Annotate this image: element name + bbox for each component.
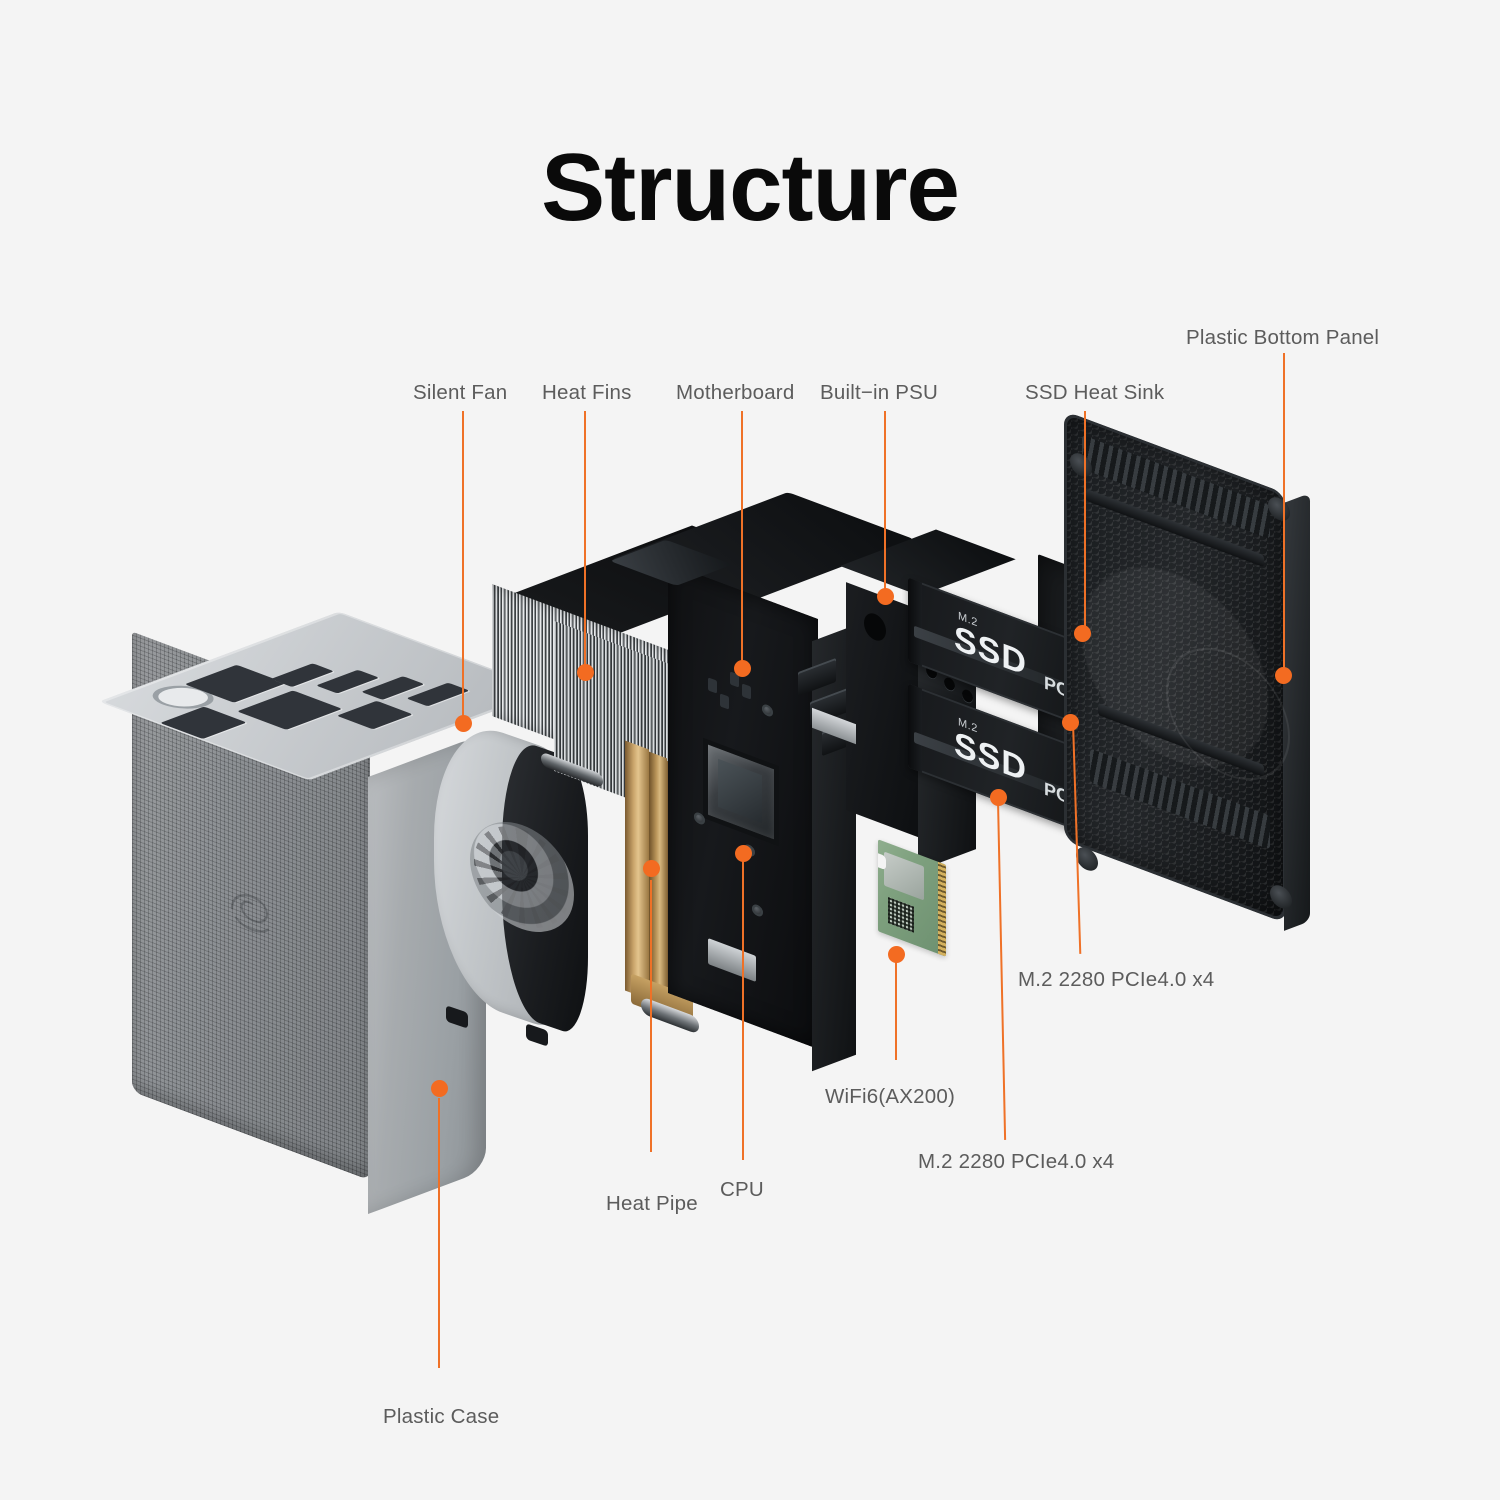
callout-dot-built-in-psu — [877, 588, 894, 605]
callout-label-plastic-case: Plastic Case — [383, 1405, 500, 1428]
callout-dot-heat-fins — [577, 664, 594, 681]
callout-label-m2-lower: M.2 2280 PCIe4.0 x4 — [918, 1150, 1115, 1173]
leader-line-heat-pipe — [650, 880, 652, 1152]
leader-line-silent-fan — [462, 411, 464, 723]
callout-dot-heat-pipe — [643, 860, 660, 877]
leader-line-heat-fins — [584, 411, 586, 673]
callout-dot-plastic-bottom-panel — [1275, 667, 1292, 684]
brand-logo — [222, 875, 278, 952]
wifi-shield-can — [884, 851, 924, 901]
callout-dot-m2-upper — [1062, 714, 1079, 731]
leader-line-m2-lower — [997, 799, 1007, 1140]
ssd-name-text: SSD — [954, 724, 1027, 790]
leader-line-plastic-bottom-panel — [1283, 353, 1285, 675]
leader-line-cpu — [742, 860, 744, 1160]
callout-label-built-in-psu: Built−in PSU — [820, 381, 939, 404]
callout-dot-plastic-case — [431, 1080, 448, 1097]
callout-label-m2-upper: M.2 2280 PCIe4.0 x4 — [1018, 968, 1215, 991]
ssd-name-text: SSD — [954, 618, 1027, 684]
plastic-bottom-panel-part — [1046, 410, 1346, 952]
plastic-case-part — [99, 611, 549, 1220]
wifi-qr-label — [888, 897, 914, 933]
callout-dot-m2-lower — [990, 789, 1007, 806]
callout-label-heat-pipe: Heat Pipe — [606, 1192, 698, 1215]
leader-line-plastic-case — [438, 1098, 440, 1368]
callout-label-heat-fins: Heat Fins — [542, 381, 632, 404]
callout-label-silent-fan: Silent Fan — [413, 381, 508, 404]
callout-label-wifi6: WiFi6(AX200) — [825, 1085, 955, 1108]
leader-line-ssd-heat-sink — [1084, 411, 1086, 631]
callout-dot-motherboard — [734, 660, 751, 677]
leader-line-built-in-psu — [884, 411, 886, 596]
callout-dot-silent-fan — [455, 715, 472, 732]
wifi-gold-pins — [938, 861, 946, 957]
callout-label-ssd-heat-sink: SSD Heat Sink — [1025, 381, 1165, 404]
callout-label-plastic-bottom-panel: Plastic Bottom Panel — [1186, 326, 1380, 349]
page-title: Structure — [541, 134, 960, 241]
callout-dot-cpu — [735, 845, 752, 862]
leader-line-motherboard — [741, 411, 743, 669]
callout-label-cpu: CPU — [720, 1178, 764, 1201]
leader-line-wifi6 — [895, 960, 897, 1060]
ssd-notch — [908, 683, 922, 773]
panel-edge — [1284, 493, 1310, 931]
ssd-notch — [908, 577, 922, 667]
callout-dot-wifi6 — [888, 946, 905, 963]
callout-label-motherboard: Motherboard — [676, 381, 795, 404]
callout-dot-ssd-heat-sink — [1074, 625, 1091, 642]
